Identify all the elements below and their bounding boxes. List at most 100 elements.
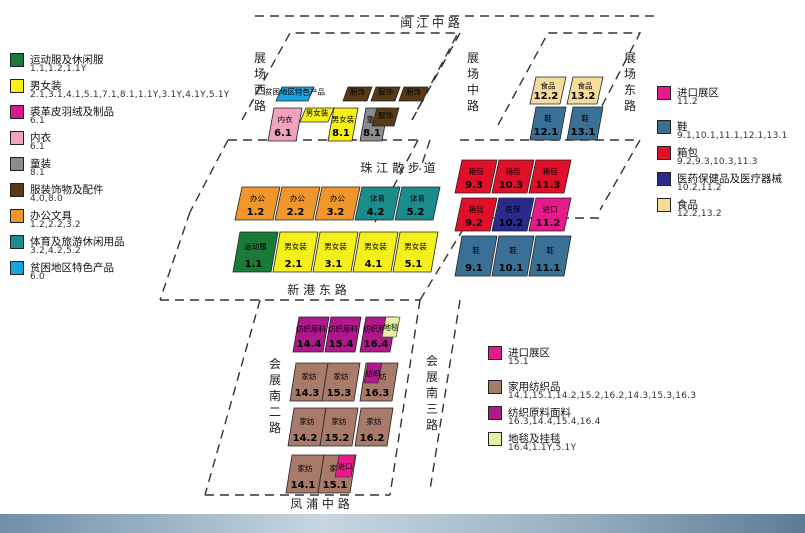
booth-shape — [234, 186, 281, 221]
legend-codes: 11.2 — [677, 97, 698, 107]
legend-swatch — [10, 79, 24, 93]
booth-9-3[interactable]: 箱包 9.3 — [454, 159, 498, 194]
booth-1-1[interactable]: 运动服 1.1 — [232, 231, 279, 273]
booth-shape — [491, 159, 535, 194]
overlay-label: 进口 — [338, 462, 353, 471]
legend-swatch — [488, 406, 502, 420]
overlay-label: 地毯 — [384, 322, 399, 332]
booth-code: 5.1 — [405, 259, 423, 270]
booth-shape — [392, 231, 439, 273]
booth-category: 男女装 — [364, 241, 387, 251]
legend-codes: 4.0,8.0 — [30, 194, 63, 204]
booth-2-1[interactable]: 男女装 2.1 — [272, 231, 319, 273]
booth-category: 服饰 — [378, 110, 393, 120]
booth-6-0[interactable]: 贫困地区特色产品 — [265, 86, 325, 102]
booth-7-1[interactable]: 男女装 — [299, 107, 335, 123]
booth-category: 办公 — [250, 193, 265, 203]
booth-4-2[interactable]: 体育4.2 — [354, 186, 401, 221]
booth-code: 9.3 — [465, 180, 483, 191]
booth-code: 2.1 — [285, 259, 303, 270]
booth-overlay[interactable]: 地毯 — [381, 316, 401, 338]
booth-4-0[interactable]: 服饰 — [371, 107, 400, 127]
road-outline — [419, 217, 471, 301]
booth-code: 9.1 — [465, 263, 483, 274]
booth-9-1[interactable]: 鞋9.1 — [454, 235, 498, 277]
booth-8-0[interactable]: 服饰 — [370, 86, 401, 102]
svg-text:西: 西 — [254, 83, 266, 97]
legend-codes: 8.1 — [30, 168, 45, 178]
booth-category: 食品 — [578, 80, 593, 90]
booth-category: 男女装 — [332, 114, 355, 124]
road-outline — [411, 32, 461, 121]
legend-codes: 10.2,11.2 — [677, 183, 722, 193]
svg-text:路: 路 — [269, 420, 281, 435]
booth-8-0[interactable]: 服饰 — [342, 86, 373, 102]
booth-1-2[interactable]: 办公1.2 — [234, 186, 281, 221]
booth-category: 男女装 — [284, 241, 307, 251]
booth-category: 运动服 — [244, 241, 267, 251]
booth-3-2[interactable]: 办公3.2 — [314, 186, 361, 221]
booth-category: 箱包 — [506, 166, 521, 176]
svg-text:展: 展 — [426, 370, 438, 384]
svg-text:南: 南 — [426, 385, 438, 400]
legend-swatch — [488, 380, 502, 394]
booth-shape — [342, 86, 373, 102]
booth-13-1[interactable]: 鞋 13.1 — [566, 106, 604, 141]
booth-code: 13.2 — [571, 91, 596, 102]
booth-12-1[interactable]: 鞋12.1 — [529, 106, 567, 141]
booth-11-1[interactable]: 鞋11.1 — [528, 235, 572, 277]
booth-category: 箱包 — [469, 166, 484, 176]
booth-6-1[interactable]: 内衣6.1 — [267, 107, 303, 142]
legend-swatch — [10, 157, 24, 171]
booth-8-0[interactable]: 服饰 — [398, 86, 429, 102]
legend-codes: 1.2,2.2,3.2 — [30, 220, 81, 230]
booth-code: 10.3 — [499, 180, 524, 191]
legend-label: 家用纺织品 — [508, 381, 561, 393]
booth-category: 鞋 — [544, 113, 552, 123]
booth-shape — [566, 76, 604, 105]
booth-5-2[interactable]: 体育5.2 — [394, 186, 441, 221]
booth-code: 16.2 — [360, 433, 385, 444]
booth-code: 8.1 — [332, 128, 350, 139]
legend-label: 办公文具 — [30, 210, 72, 222]
booth-overlay[interactable]: 纺织 — [363, 362, 383, 384]
booth-shape — [398, 86, 429, 102]
booth-code: 1.1 — [245, 259, 263, 270]
booth-category: 纺织原料 — [363, 324, 393, 334]
road-outline — [159, 211, 191, 301]
svg-text:场: 场 — [624, 67, 636, 81]
booth-category: 办公 — [330, 193, 345, 203]
booth-10-3[interactable]: 箱包 10.3 — [491, 159, 535, 194]
booth-code: 2.2 — [287, 207, 305, 218]
booth-2-2[interactable]: 办公2.2 — [274, 186, 321, 221]
legend-codes: 15.1 — [508, 357, 529, 367]
booth-category: 鞋 — [546, 245, 554, 255]
booth-code: 16.4 — [364, 339, 389, 350]
booth-overlay[interactable]: 进口 — [334, 454, 356, 478]
booth-8-1[interactable]: 男女装 8.1 — [327, 107, 359, 142]
booth-code: 11.2 — [536, 218, 561, 229]
booth-9-2[interactable]: 箱包9.2 — [454, 197, 498, 232]
booth-category: 鞋 — [581, 113, 589, 123]
booth-shape — [232, 231, 279, 273]
booth-10-1[interactable]: 鞋10.1 — [491, 235, 535, 277]
svg-text:场: 场 — [254, 67, 266, 81]
booth-code: 13.1 — [571, 127, 596, 138]
